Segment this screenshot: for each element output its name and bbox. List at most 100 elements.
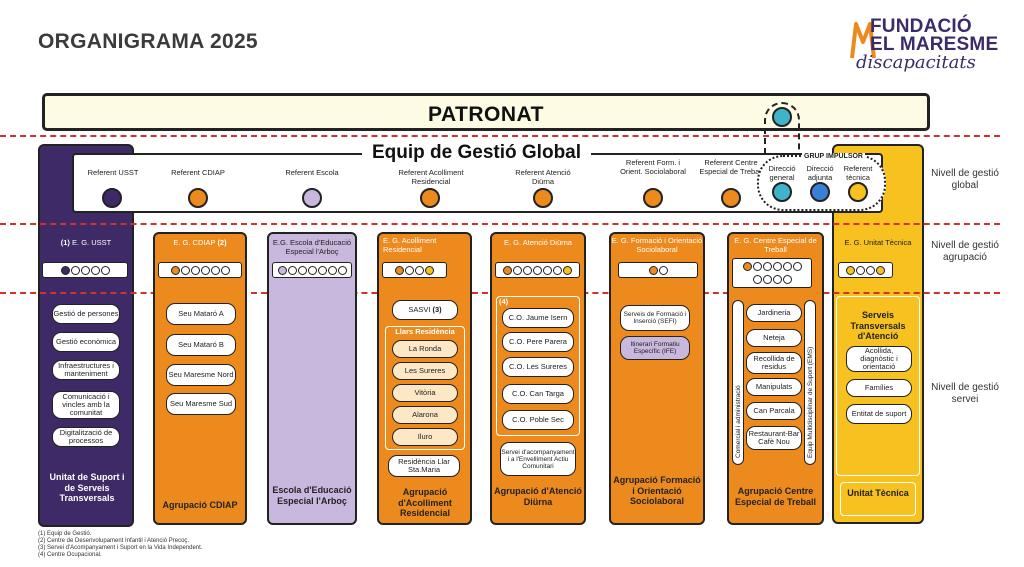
- referent-diurna: Referent Atenció Diürna: [508, 168, 578, 186]
- ife-service: Itinerari Formatiu Específic (IFE): [620, 336, 690, 360]
- footnote: (4) Centre Ocupacional.: [38, 552, 102, 558]
- co-service: C.O. Pere Parera: [502, 332, 574, 352]
- tecnica-service: Entitat de suport: [846, 404, 912, 424]
- llar-item: Les Sureres: [392, 362, 458, 380]
- cet-vert-left-box: [732, 300, 744, 465]
- co-service: C.O. Poble Sec: [502, 410, 574, 430]
- nivell-global-label: Nivell de gestió global: [931, 168, 999, 191]
- dot-icon: [553, 265, 562, 275]
- dot-icon: [742, 262, 752, 272]
- formacio-dots: [618, 262, 698, 278]
- cet-footer: Agrupació Centre Especial de Treball: [734, 486, 817, 507]
- nivell-servei-label: Nivell de gestió servei: [931, 382, 999, 405]
- cet-dots: [732, 258, 812, 288]
- dot-icon: [70, 265, 80, 275]
- footnote: (3) Servei d'Acompanyament i Suport en l…: [38, 545, 203, 551]
- cdiap-head-note: (2): [217, 238, 227, 247]
- dot-icon: [752, 274, 762, 284]
- dot-icon: [220, 265, 230, 275]
- serveis-transversals-title: Serveis Transversals d'Atenció: [850, 310, 906, 341]
- dot-icon: [503, 265, 512, 275]
- tecnica-dots: [838, 262, 893, 278]
- cet-service: Jardineria: [746, 304, 802, 322]
- llar-item: Iluro: [392, 428, 458, 446]
- logo-line3: discapacitats: [856, 52, 976, 73]
- cet-service: Restaurant-Bar Cafè Nou: [746, 426, 802, 450]
- svavi-note: (3): [432, 305, 442, 314]
- referent-cet: Referent Centre Especial de Treball: [696, 158, 766, 176]
- tecnica-head: E. G. Unitat Tècnica: [844, 238, 912, 247]
- cet-service: Can Parcala: [746, 402, 802, 420]
- direccio-adjunta-label: Direcció adjunta: [806, 164, 834, 182]
- usst-service: Comunicació i vincles amb la comunitat: [52, 391, 120, 419]
- tecnica-service: Acollida, diagnòstic i orientació: [846, 346, 912, 372]
- referent-acolliment: Referent Acolliment Residencial: [383, 168, 479, 186]
- residencia-service: Residència Llar Sta.Maria: [388, 455, 460, 477]
- level-divider-global: [0, 135, 1000, 137]
- dot-icon: [649, 265, 658, 275]
- dot-icon: [659, 265, 668, 275]
- dot-icon: [792, 262, 802, 272]
- diurna-note: (4): [499, 297, 509, 306]
- cet-service: Neteja: [746, 329, 802, 347]
- dot-icon: [846, 265, 855, 275]
- direccio-general-dot: [772, 182, 792, 202]
- dot-icon: [752, 262, 762, 272]
- formacio-footer: Agrupació Formació i Orientació Sociolab…: [613, 475, 701, 506]
- referent-cdiap: Referent CDIAP: [170, 168, 226, 177]
- column-formacio: [609, 232, 705, 525]
- tecnica-footer: Unitat Tècnica: [847, 488, 909, 498]
- cdiap-head: E. G. CDIAP (2): [155, 238, 245, 248]
- dot-icon: [772, 274, 782, 284]
- dot-icon: [297, 265, 307, 275]
- dot-icon: [395, 265, 404, 275]
- dot-icon: [782, 274, 792, 284]
- dot-icon: [876, 265, 885, 275]
- llars-title: Llars Residència: [395, 327, 455, 336]
- direccio-general: Direcció general: [762, 164, 802, 182]
- dot-icon: [782, 262, 792, 272]
- logo-line1: FUNDACIÓ: [870, 16, 972, 37]
- cdiap-service: Seu Maresme Nord: [166, 364, 236, 386]
- tecnica-footer-box: [840, 482, 916, 516]
- dot-icon: [180, 265, 190, 275]
- cdiap-head-label: E. G. CDIAP: [173, 238, 216, 247]
- referent-escola: Referent Escola: [284, 168, 340, 177]
- direccio-general-patronat-dot: [772, 107, 792, 127]
- usst-footer: Unitat de Suport i de Serveis Transversa…: [49, 472, 125, 503]
- dot-icon: [170, 265, 180, 275]
- dot-icon: [80, 265, 90, 275]
- llar-item: Vitòria: [392, 384, 458, 402]
- footnote: (1) Equip de Gestió.: [38, 531, 92, 537]
- dot-icon: [866, 265, 875, 275]
- acolliment-dots: [382, 262, 447, 278]
- dot-icon: [543, 265, 552, 275]
- column-escola: [267, 232, 357, 525]
- dot-icon: [190, 265, 200, 275]
- escola-footer: Escola d'Educació Especial l'Arboç: [272, 485, 352, 506]
- svavi-service: SASVI (3): [392, 300, 458, 320]
- llar-item: Alarona: [392, 406, 458, 424]
- dot-icon: [513, 265, 522, 275]
- sefi-service: Serveis de Formació i Inserció (SEFI): [620, 305, 690, 331]
- referent-usst-dot: [102, 188, 122, 208]
- usst-service: Infraestructures i manteniment: [52, 360, 120, 380]
- usst-service: Gestió econòmica: [52, 332, 120, 352]
- dot-icon: [287, 265, 297, 275]
- acompanyament-service: Servei d'acompanyament i a l'Envelliment…: [500, 442, 576, 476]
- cdiap-dots: [158, 262, 242, 278]
- referent-formacio-label: Referent Form. i Orient. Sociolaboral: [620, 158, 686, 176]
- escola-head: E.G. Escola d'Educació Especial l'Arboç: [272, 238, 352, 256]
- referent-cet-dot: [721, 188, 741, 208]
- svavi-label: SASVI: [408, 305, 431, 314]
- dot-icon: [405, 265, 414, 275]
- cet-vert-right-box: [804, 300, 816, 465]
- referent-acolliment-label: Referent Acolliment Residencial: [398, 168, 464, 186]
- nivell-agrupacio-label: Nivell de gestió agrupació: [931, 240, 999, 263]
- direccio-adjunta-dot: [810, 182, 830, 202]
- diurna-footer: Agrupació d'Atenció Diürna: [494, 486, 582, 507]
- usst-dots: [42, 262, 128, 278]
- logo-mark-icon: [850, 22, 876, 59]
- logo-line2: EL MARESME: [870, 34, 999, 55]
- dot-icon: [523, 265, 532, 275]
